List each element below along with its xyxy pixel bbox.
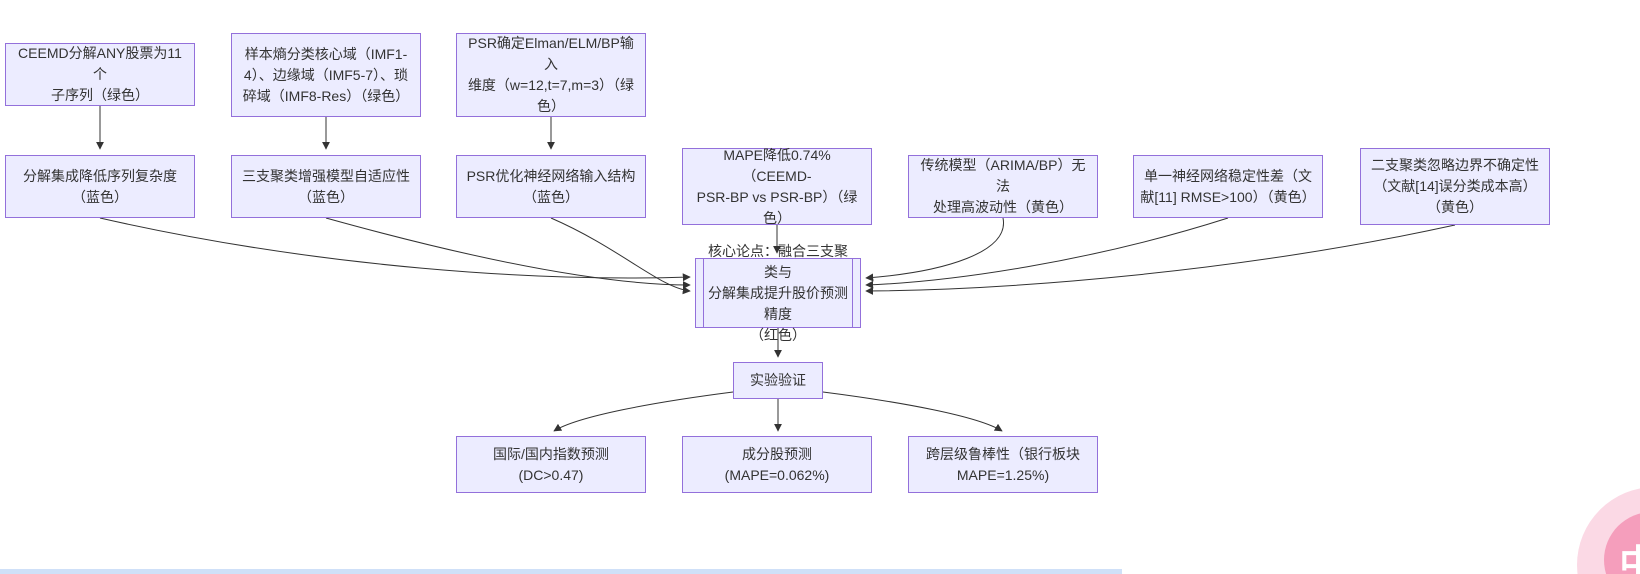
node-two-way-clustering-limit-label: 二支聚类忽略边界不确定性 （文献[14]误分类成本高） （黄色） — [1371, 157, 1539, 215]
translate-float-button[interactable]: 中A — [1577, 487, 1640, 574]
edge-experiment-to-indexpred — [553, 391, 734, 432]
edge-traditional-to-core — [865, 217, 1004, 282]
edge-twoway-to-core — [865, 224, 1456, 295]
node-psr-input-dimension-label: PSR确定Elman/ELM/BP输入 维度（w=12,t=7,m=3）（绿 色… — [467, 35, 635, 114]
node-three-way-clustering-label: 三支聚类增强模型自适应性 （蓝色） — [242, 167, 410, 205]
edge-psropt-to-core — [550, 217, 691, 295]
node-mape-reduction-label: MAPE降低0.74%（CEEMD- PSR-BP vs PSR-BP）（绿 色… — [696, 146, 858, 226]
node-single-nn-instability: 单一神经网络稳定性差（文 献[11] RMSE>100）（黄色） — [1133, 155, 1323, 218]
node-sample-entropy-label: 样本熵分类核心域（IMF1- 4）、边缘域（IMF5-7）、琐 碎域（IMF8-… — [242, 45, 410, 104]
node-core-thesis-label: 核心论点：融合三支聚类与 分解集成提升股价预测精度 （红色） — [708, 242, 848, 343]
translate-icon[interactable]: 中A — [1604, 512, 1640, 574]
edge-threeway-to-core — [325, 217, 691, 289]
subroutine-left-line — [703, 259, 704, 327]
node-three-way-clustering: 三支聚类增强模型自适应性 （蓝色） — [231, 155, 421, 218]
node-cross-level-robustness-label: 跨层级鲁棒性（银行板块 MAPE=1.25%) — [926, 445, 1080, 483]
edge-experiment-to-robustness — [822, 391, 1003, 432]
node-psr-optimize-input-label: PSR优化神经网络输入结构 （蓝色） — [466, 167, 636, 205]
node-traditional-model-limit: 传统模型（ARIMA/BP）无法 处理高波动性（黄色） — [908, 155, 1098, 218]
node-psr-optimize-input: PSR优化神经网络输入结构 （蓝色） — [456, 155, 646, 218]
node-cross-level-robustness: 跨层级鲁棒性（银行板块 MAPE=1.25%) — [908, 436, 1098, 493]
node-two-way-clustering-limit: 二支聚类忽略边界不确定性 （文献[14]误分类成本高） （黄色） — [1360, 148, 1550, 225]
node-index-prediction-label: 国际/国内指数预测 (DC>0.47) — [493, 445, 609, 483]
node-single-nn-instability-label: 单一神经网络稳定性差（文 献[11] RMSE>100）（黄色） — [1140, 167, 1316, 205]
node-decomposition-ensemble: 分解集成降低序列复杂度 （蓝色） — [5, 155, 195, 218]
node-psr-input-dimension: PSR确定Elman/ELM/BP输入 维度（w=12,t=7,m=3）（绿 色… — [456, 33, 646, 117]
node-component-stock-prediction: 成分股预测 (MAPE=0.062%) — [682, 436, 872, 493]
node-experiment-validation-label: 实验验证 — [750, 372, 806, 388]
node-experiment-validation: 实验验证 — [733, 362, 823, 399]
node-sample-entropy: 样本熵分类核心域（IMF1- 4）、边缘域（IMF5-7）、琐 碎域（IMF8-… — [231, 33, 421, 117]
bottom-edge-strip — [0, 569, 1122, 574]
node-component-stock-prediction-label: 成分股预测 (MAPE=0.062%) — [724, 445, 830, 483]
node-core-thesis: 核心论点：融合三支聚类与 分解集成提升股价预测精度 （红色） — [695, 243, 861, 343]
node-index-prediction: 国际/国内指数预测 (DC>0.47) — [456, 436, 646, 493]
node-ceemd-label: CEEMD分解ANY股票为11个 子序列（绿色） — [18, 45, 182, 103]
node-traditional-model-limit-label: 传统模型（ARIMA/BP）无法 处理高波动性（黄色） — [920, 157, 1086, 215]
node-decomposition-ensemble-label: 分解集成降低序列复杂度 （蓝色） — [23, 167, 177, 205]
subroutine-right-line — [852, 259, 853, 327]
edge-decomp-to-core — [99, 217, 691, 282]
node-ceemd-decompose: CEEMD分解ANY股票为11个 子序列（绿色） — [5, 43, 195, 106]
node-mape-reduction: MAPE降低0.74%（CEEMD- PSR-BP vs PSR-BP）（绿 色… — [682, 147, 872, 226]
edge-singlenn-to-core — [865, 217, 1229, 289]
